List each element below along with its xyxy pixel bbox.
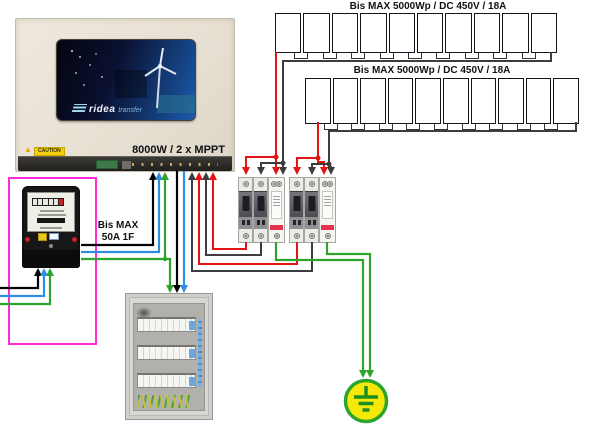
meter-face <box>27 192 75 232</box>
pv-string-jumper <box>408 53 422 59</box>
inverter-rating: 8000W / 2 x MPPT <box>132 144 225 156</box>
spd-status-indicator <box>270 225 283 230</box>
inverter-brand: ridea transfer <box>71 104 143 115</box>
caution-sticker: CAUTION <box>34 147 65 156</box>
inverter-screen: ridea transfer <box>56 39 196 121</box>
screen-stars-decoration <box>71 50 73 52</box>
inverter: ridea transfer ▲ CAUTION 8000W / 2 x MPP… <box>15 18 235 172</box>
meter-disc-slot <box>37 218 65 223</box>
pv-string-jumper <box>516 124 531 130</box>
pv-module <box>502 13 529 53</box>
pv-string-jumper <box>434 124 448 130</box>
pv-string-jumper <box>406 124 421 130</box>
brand-word-2: transfer <box>118 107 143 114</box>
meter-register <box>32 198 64 206</box>
wind-turbine-graphic <box>115 47 195 113</box>
pv-string-jumper <box>521 53 536 59</box>
pv-module <box>305 78 331 124</box>
pv-array-1 <box>275 13 558 59</box>
breaker-toggle <box>242 196 249 211</box>
pv-module <box>525 78 552 124</box>
meter-warning-label <box>38 233 47 241</box>
connector-block <box>122 161 131 169</box>
warning-triangle-icon: ▲ <box>24 145 32 154</box>
pv-string-jumper <box>379 53 394 59</box>
wire-spd2-earth <box>325 242 374 378</box>
pv-module <box>387 78 414 124</box>
pv-module <box>331 13 359 53</box>
meter-seal-screw <box>72 237 77 242</box>
breaker-toggle <box>293 196 300 211</box>
surge-protector-1 <box>268 177 285 243</box>
pv-module <box>553 78 579 124</box>
pv-string-jumper <box>322 53 337 59</box>
pv-string-jumper <box>544 124 559 130</box>
inverter-terminal-strip <box>18 156 232 171</box>
energy-meter <box>22 186 80 268</box>
pv-string-jumper <box>493 53 508 59</box>
surge-protector-2 <box>319 177 336 243</box>
pv-module <box>445 13 472 53</box>
pv-string-jumper <box>436 53 451 59</box>
earth-wire-bundle <box>138 395 192 408</box>
pv-string-jumper <box>461 124 476 130</box>
pv-module <box>360 78 386 124</box>
pv-module <box>415 78 441 124</box>
neutral-bus <box>198 319 202 387</box>
dc-breaker-group-1 <box>238 177 285 243</box>
pv-module <box>470 78 497 124</box>
wire-string2-negative <box>328 122 577 164</box>
dc-breaker-pole <box>304 177 319 243</box>
spd-status-indicator <box>321 225 334 230</box>
ac-terminal-block <box>96 160 118 169</box>
pv-module <box>388 13 416 53</box>
dc-breaker-pole <box>238 177 253 243</box>
pv-module <box>360 13 387 53</box>
brand-word-1: ridea <box>89 104 116 115</box>
pv-array-2-label: Bis MAX 5000Wp / DC 450V / 18A <box>353 65 511 76</box>
distribution-board <box>125 293 213 420</box>
breaker-toggle <box>308 196 315 211</box>
meter-rating-label: Bis MAX 50A 1F <box>97 220 139 243</box>
din-rail-row <box>137 345 196 360</box>
pv-module <box>303 13 330 53</box>
pv-module <box>530 13 558 53</box>
dc-terminals <box>132 163 218 166</box>
earth-ground-symbol <box>343 378 389 424</box>
pv-string-jumper <box>323 124 338 130</box>
pv-string-jumper <box>351 53 366 59</box>
pv-string-jumper <box>294 53 309 59</box>
pv-module <box>473 13 501 53</box>
meter-info-label <box>49 233 59 240</box>
pv-string-jumper <box>351 124 366 130</box>
pv-string-jumper <box>489 124 504 130</box>
pv-module <box>498 78 524 124</box>
pv-array-2 <box>305 78 579 130</box>
pv-module <box>332 78 359 124</box>
meter-seal-screw <box>25 237 30 242</box>
pv-module <box>442 78 469 124</box>
pv-module <box>275 13 302 53</box>
din-rail-row <box>137 317 196 332</box>
din-rail-row <box>137 373 196 388</box>
breaker-toggle <box>257 196 264 211</box>
pv-string-jumper <box>378 124 393 130</box>
dc-breaker-pole <box>289 177 304 243</box>
pv-string-jumper <box>464 53 479 59</box>
dc-breaker-pole <box>253 177 268 243</box>
wire-spd1-earth <box>274 242 367 378</box>
brand-bars-icon <box>71 104 88 112</box>
pv-array-1-label: Bis MAX 5000Wp / DC 450V / 18A <box>349 1 507 12</box>
dc-breaker-group-2 <box>289 177 336 243</box>
meter-terminal-cover <box>22 250 80 268</box>
pv-module <box>417 13 444 53</box>
